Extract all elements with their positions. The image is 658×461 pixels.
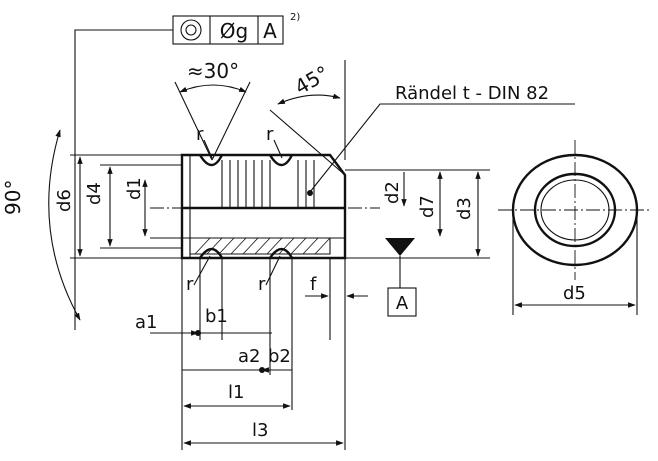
right-diameter-dims: d2 d7 d3	[345, 169, 490, 259]
tolerance-frame: Øg A 2)	[172, 12, 300, 45]
dim-d4: d4	[84, 182, 105, 205]
dim-a2: a2	[238, 346, 260, 367]
chamfer-angle: 45°	[269, 60, 346, 176]
datum-a: A	[385, 238, 417, 317]
dim-d1: d1	[124, 177, 145, 200]
length-dims: a1 b1 a2 b2 l1 l3	[135, 258, 346, 450]
knurl-note: Rändel t - DIN 82	[309, 83, 575, 193]
dim-d2: d2	[382, 181, 403, 204]
chamfer-angle-label: 45°	[291, 61, 334, 100]
radius-label-bottom-2: r	[258, 274, 266, 295]
dim-b1: b1	[205, 306, 228, 327]
datum-a-label: A	[396, 293, 409, 314]
tolerance-datum: A	[263, 19, 277, 43]
dim-d3: d3	[454, 197, 475, 220]
knurl-note-text: Rändel t - DIN 82	[395, 83, 549, 104]
radius-label-top-2: r	[266, 124, 274, 145]
left-diameter-dims: d6 d4 d1	[54, 154, 182, 259]
radius-label-top-1: r	[196, 124, 204, 145]
concentricity-icon	[180, 19, 202, 41]
dim-f: f	[310, 274, 317, 295]
dim-d5: d5	[563, 283, 586, 304]
dim-d6: d6	[54, 189, 75, 212]
side-view: d5	[498, 140, 652, 315]
radius-label-bottom-1: r	[186, 274, 194, 295]
dim-d7: d7	[417, 195, 438, 218]
dim-b2: b2	[268, 346, 291, 367]
countersink-angle-label: 90°	[1, 180, 25, 215]
groove-angle-label: ≈30°	[187, 59, 239, 83]
dim-f-group: f	[305, 258, 368, 340]
countersink-angle: 90°	[1, 129, 81, 321]
tolerance-footnote: 2)	[290, 12, 300, 23]
dim-a1: a1	[135, 312, 157, 333]
insert-body	[150, 153, 347, 260]
dim-l3: l3	[252, 420, 268, 441]
groove-angle: ≈30°	[174, 59, 251, 161]
tolerance-value: Øg	[220, 19, 248, 43]
dim-l1: l1	[228, 382, 244, 403]
